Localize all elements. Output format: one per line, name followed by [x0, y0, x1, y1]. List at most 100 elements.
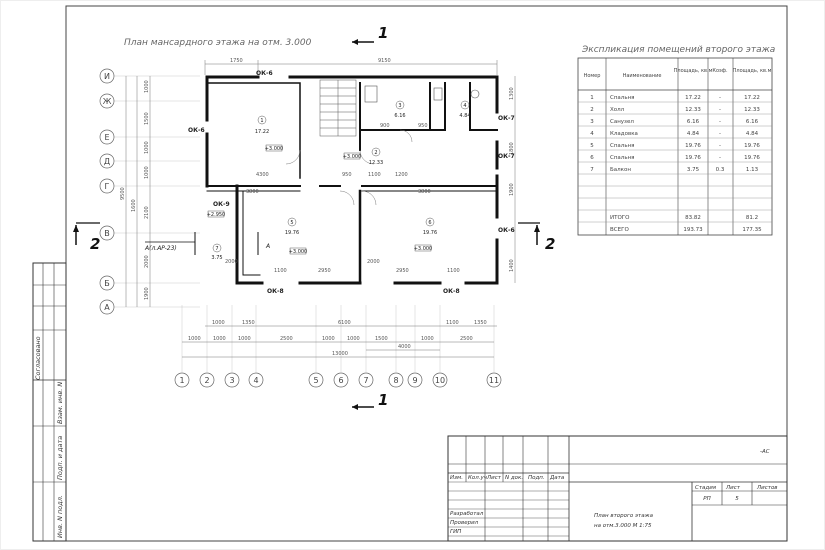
svg-text:2500: 2500	[280, 336, 293, 342]
section-1-top: 1	[378, 24, 388, 42]
schedule-cell: 3	[590, 119, 594, 125]
svg-text:ГИП: ГИП	[450, 529, 461, 535]
svg-text:5: 5	[735, 496, 739, 502]
schedule-cell: 6	[590, 155, 594, 161]
window-ok8-a: ОК-8	[267, 288, 284, 295]
svg-text:9: 9	[412, 376, 417, 385]
svg-text:2950: 2950	[396, 268, 409, 274]
schedule-cell: 4.84	[687, 131, 700, 137]
schedule-cell: Санузел	[610, 119, 634, 125]
svg-text:1000: 1000	[322, 336, 335, 342]
svg-text:5: 5	[290, 220, 293, 226]
svg-text:Разработал: Разработал	[450, 511, 484, 517]
svg-text:8: 8	[393, 376, 398, 385]
svg-text:7: 7	[363, 376, 368, 385]
schedule-cell: 12.33	[744, 107, 760, 113]
section-2-left: 2	[90, 235, 100, 253]
schedule-cell: Балкон	[610, 167, 631, 173]
svg-text:1500: 1500	[144, 112, 150, 125]
svg-text:Коэф.: Коэф.	[712, 68, 728, 74]
svg-text:+2.950: +2.950	[207, 212, 226, 218]
svg-text:Площадь, кв.м: Площадь, кв.м	[674, 68, 713, 74]
svg-text:+3.000: +3.000	[289, 249, 308, 255]
svg-text:N док.: N док.	[505, 475, 523, 481]
schedule-cell: 6.16	[746, 119, 759, 125]
svg-text:Изм.: Изм.	[450, 475, 463, 481]
svg-text:7: 7	[215, 246, 218, 252]
svg-text:1000: 1000	[212, 320, 225, 326]
svg-text:3: 3	[229, 376, 234, 385]
svg-text:Наименование: Наименование	[623, 73, 662, 79]
svg-text:Номер: Номер	[584, 73, 601, 79]
schedule-cell: -	[719, 143, 721, 149]
schedule-cell: Холл	[610, 107, 625, 113]
schedule-cell: 19.76	[685, 155, 701, 161]
schedule-cell: 4.84	[746, 131, 759, 137]
svg-text:Ж: Ж	[103, 97, 112, 106]
svg-text:1900: 1900	[509, 183, 515, 196]
svg-text:1600: 1600	[131, 199, 137, 212]
schedule-cell: Спальня	[610, 155, 634, 161]
svg-text:2: 2	[204, 376, 209, 385]
svg-text:1350: 1350	[242, 320, 255, 326]
plan-title: План мансардного этажа на отм. 3.000	[124, 38, 312, 48]
schedule-cell: 7	[590, 167, 594, 173]
svg-text:1000: 1000	[144, 80, 150, 93]
svg-text:+3.000: +3.000	[414, 246, 433, 252]
column-axis-bubbles: 1 2 3 4 5 6 7 8 9 10 11	[174, 372, 502, 388]
doc-code: -АС	[760, 449, 770, 455]
svg-text:2000: 2000	[144, 255, 150, 268]
window-ok7-b: ОК-7	[498, 153, 515, 160]
svg-text:И: И	[104, 72, 110, 81]
svg-text:Стадия: Стадия	[695, 485, 717, 491]
schedule-cell: 19.76	[744, 155, 760, 161]
schedule-cell: Кладовка	[610, 131, 638, 137]
schedule-cell: -	[719, 107, 721, 113]
left-dimensions: 1000 1500 1000 1000 1600 2100 2000 1900 …	[120, 76, 151, 307]
schedule-cell: -	[719, 95, 721, 101]
svg-text:6100: 6100	[338, 320, 351, 326]
svg-text:А: А	[104, 303, 110, 312]
svg-text:4.84: 4.84	[459, 113, 470, 119]
svg-text:9150: 9150	[378, 58, 391, 64]
right-dimensions: 1300 1800 1900 1400	[509, 76, 516, 283]
window-ok9: ОК-9	[213, 201, 230, 208]
svg-text:900: 900	[380, 123, 390, 129]
schedule-cell: 0.3	[716, 167, 725, 173]
svg-text:6: 6	[428, 220, 431, 226]
svg-text:1800: 1800	[509, 142, 515, 155]
svg-text:1500: 1500	[375, 336, 388, 342]
schedule-cell: Спальня	[610, 143, 634, 149]
svg-text:4300: 4300	[256, 172, 269, 178]
svg-text:Кол.уч: Кол.уч	[468, 475, 488, 481]
plan-walls	[205, 75, 499, 285]
approved-label: Согласовано	[34, 336, 42, 380]
schedule-cell: 5	[590, 143, 594, 149]
left-sidebar-stamp: Согласовано Взам. инв. N Подп. и дата Ин…	[32, 262, 67, 542]
svg-text:+3.000: +3.000	[265, 146, 284, 152]
svg-text:11: 11	[489, 376, 499, 385]
inv-orig-label: Инв. N подл.	[56, 495, 64, 538]
schedule-cell: -	[719, 119, 721, 125]
schedule-cell: 17.22	[744, 95, 760, 101]
svg-text:Подп.: Подп.	[528, 475, 545, 481]
svg-text:10: 10	[435, 376, 445, 385]
schedule-cell: 12.33	[685, 107, 701, 113]
schedule-all-label: ВСЕГО	[610, 227, 629, 233]
stairs	[319, 79, 357, 137]
svg-text:1000: 1000	[238, 336, 251, 342]
row-axis-bubbles: И Ж Е Д Г В Б А	[99, 68, 115, 315]
schedule-cell: -	[719, 155, 721, 161]
svg-text:1100: 1100	[446, 320, 459, 326]
svg-text:Листов: Листов	[756, 485, 778, 491]
svg-text:19.76: 19.76	[423, 230, 437, 236]
svg-text:В: В	[104, 229, 110, 238]
svg-text:Г: Г	[105, 182, 110, 191]
schedule-total-label: ИТОГО	[610, 215, 630, 221]
interior-dimensions: 3800 3800 1100 2950 2950 1100 4300 900 9…	[225, 123, 460, 274]
window-ok6-left: ОК-6	[188, 127, 205, 134]
schedule-total-area: 83.82	[685, 215, 701, 221]
window-ok6-right: ОК-6	[498, 227, 515, 234]
